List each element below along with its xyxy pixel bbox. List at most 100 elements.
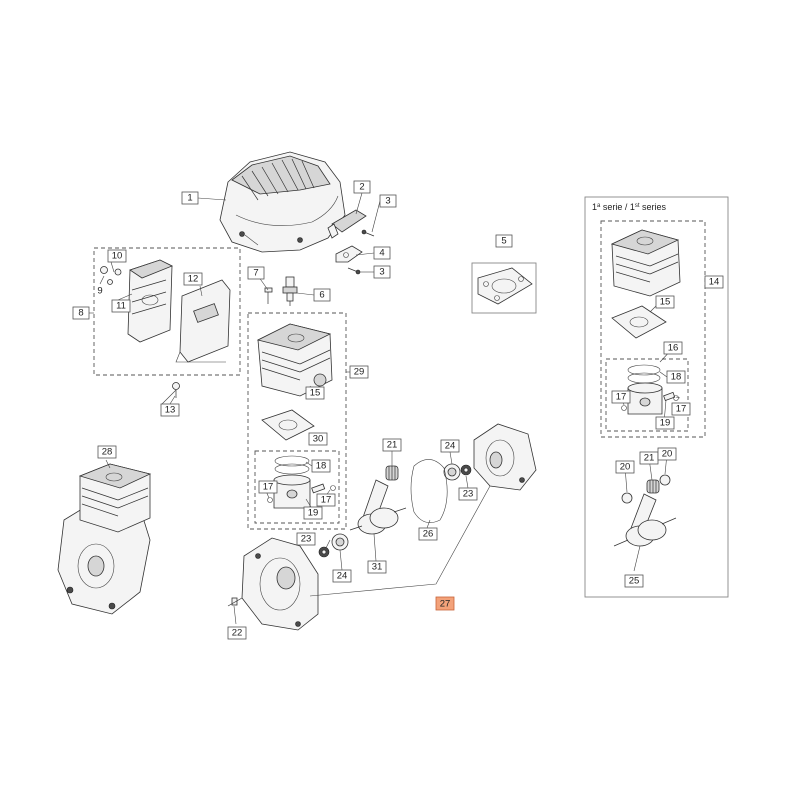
callout-8[interactable]: 8	[72, 306, 90, 320]
spark-plug-illustration	[282, 276, 298, 306]
callout-17-right[interactable]: 17	[316, 493, 336, 507]
svg-text:23: 23	[301, 534, 312, 545]
leader-27	[309, 485, 491, 597]
callout-18-first-series[interactable]: 18	[666, 370, 686, 384]
first-series-cylinder-illustration	[610, 229, 681, 297]
callout-18[interactable]: 18	[311, 459, 331, 473]
callout-30[interactable]: 30	[308, 432, 328, 446]
callout-17-first-series-left[interactable]: 17	[611, 390, 631, 404]
callout-13[interactable]: 13	[160, 403, 180, 417]
svg-text:10: 10	[112, 251, 123, 262]
svg-text:20: 20	[620, 462, 631, 473]
svg-text:13: 13	[165, 405, 176, 416]
seal-23-right-illustration	[460, 464, 472, 476]
callout-24-right[interactable]: 24	[440, 439, 460, 453]
svg-text:30: 30	[313, 434, 324, 445]
callout-21-first-series[interactable]: 21	[639, 451, 659, 465]
callout-20-left[interactable]: 20	[615, 460, 635, 474]
callout-17-left[interactable]: 17	[258, 480, 278, 494]
spark-plug-cap-illustration	[327, 209, 367, 239]
svg-text:26: 26	[423, 529, 434, 540]
engine-shroud-cover-illustration	[219, 151, 346, 253]
first-series-needle-bearing-illustration	[646, 479, 660, 494]
callout-20-right[interactable]: 20	[657, 447, 677, 461]
svg-text:25: 25	[629, 576, 640, 587]
svg-text:16: 16	[668, 343, 679, 354]
svg-text:27: 27	[440, 599, 451, 610]
leader-lines	[99, 192, 681, 625]
first-series-frame	[584, 196, 729, 598]
cylinder-group-frame	[247, 312, 347, 530]
callout-22[interactable]: 22	[227, 626, 247, 640]
svg-text:19: 19	[660, 418, 671, 429]
screw-3-upper-illustration	[361, 229, 375, 237]
svg-text:28: 28	[102, 447, 113, 458]
first-series-piston-illustration	[621, 382, 679, 415]
svg-text:24: 24	[445, 441, 456, 452]
crankcase-gasket-illustration	[410, 459, 448, 523]
cylinder-illustration	[256, 323, 333, 397]
callout-6[interactable]: 6	[313, 288, 331, 302]
first-series-crankshaft-illustration	[613, 493, 677, 547]
circlip-17-illustration	[267, 485, 336, 503]
muffler-shield-illustration	[175, 279, 231, 363]
callout-12[interactable]: 12	[183, 272, 203, 286]
first-series-piston-rings-illustration	[627, 364, 661, 384]
callout-16[interactable]: 16	[663, 341, 683, 355]
svg-text:7: 7	[253, 268, 258, 279]
crankshaft-illustration	[349, 479, 407, 535]
callout-11[interactable]: 11	[111, 299, 131, 313]
callout-10[interactable]: 10	[107, 249, 127, 263]
screw-3-lower-illustration	[347, 267, 361, 275]
callout-26[interactable]: 26	[418, 527, 438, 541]
callout-7[interactable]: 7	[247, 266, 265, 280]
svg-text:14: 14	[709, 277, 720, 288]
piston-rings-illustration	[274, 455, 310, 475]
callout-25[interactable]: 25	[624, 574, 644, 588]
callout-15-first-series[interactable]: 15	[655, 295, 675, 309]
callout-4[interactable]: 4	[373, 246, 391, 260]
cylinder-gasket-illustration	[261, 409, 315, 441]
callout-19-first-series[interactable]: 19	[655, 416, 675, 430]
muffler-group-frame	[93, 247, 241, 376]
callout-14[interactable]: 14	[704, 275, 724, 289]
callout-29[interactable]: 29	[349, 365, 369, 379]
callout-28[interactable]: 28	[97, 445, 117, 459]
bearing-24-center-illustration	[331, 533, 349, 551]
callout-2[interactable]: 2	[353, 180, 371, 194]
callout-23-right[interactable]: 23	[458, 487, 478, 501]
svg-text:9: 9	[97, 286, 102, 297]
svg-text:12: 12	[188, 274, 199, 285]
callout-24-center[interactable]: 24	[332, 569, 352, 583]
svg-text:18: 18	[316, 461, 327, 472]
crankcase-right-half-illustration	[473, 423, 537, 491]
svg-text:20: 20	[662, 449, 673, 460]
callout-19[interactable]: 19	[303, 506, 323, 520]
callout-5[interactable]: 5	[495, 234, 513, 248]
svg-text:21: 21	[644, 453, 655, 464]
callout-17-first-series-right[interactable]: 17	[671, 402, 691, 416]
seal-23-center-illustration	[318, 546, 330, 558]
callout-23-center[interactable]: 23	[296, 532, 316, 546]
callout-15-cylinder[interactable]: 15	[305, 386, 325, 400]
screw-7-illustration	[264, 287, 273, 304]
svg-text:17: 17	[616, 392, 627, 403]
svg-text:22: 22	[232, 628, 243, 639]
callout-3-upper[interactable]: 3	[379, 194, 397, 208]
engine-assembly-illustration	[57, 463, 152, 615]
callout-9[interactable]: 9	[97, 286, 102, 297]
bearing-24-right-illustration	[443, 463, 461, 481]
callout-31[interactable]: 31	[367, 560, 387, 574]
callout-27[interactable]: 27	[435, 596, 455, 611]
svg-text:8: 8	[78, 308, 83, 319]
svg-text:4: 4	[379, 248, 384, 259]
first-series-gasket-illustration	[611, 305, 667, 339]
svg-text:15: 15	[660, 297, 671, 308]
callout-21[interactable]: 21	[382, 438, 402, 452]
first-series-bearing-20-illustration	[621, 474, 671, 504]
svg-text:5: 5	[501, 236, 506, 247]
callout-3-lower[interactable]: 3	[373, 265, 391, 279]
callout-1[interactable]: 1	[181, 191, 199, 205]
svg-text:18: 18	[671, 372, 682, 383]
screw-9-10-illustration	[100, 266, 122, 285]
